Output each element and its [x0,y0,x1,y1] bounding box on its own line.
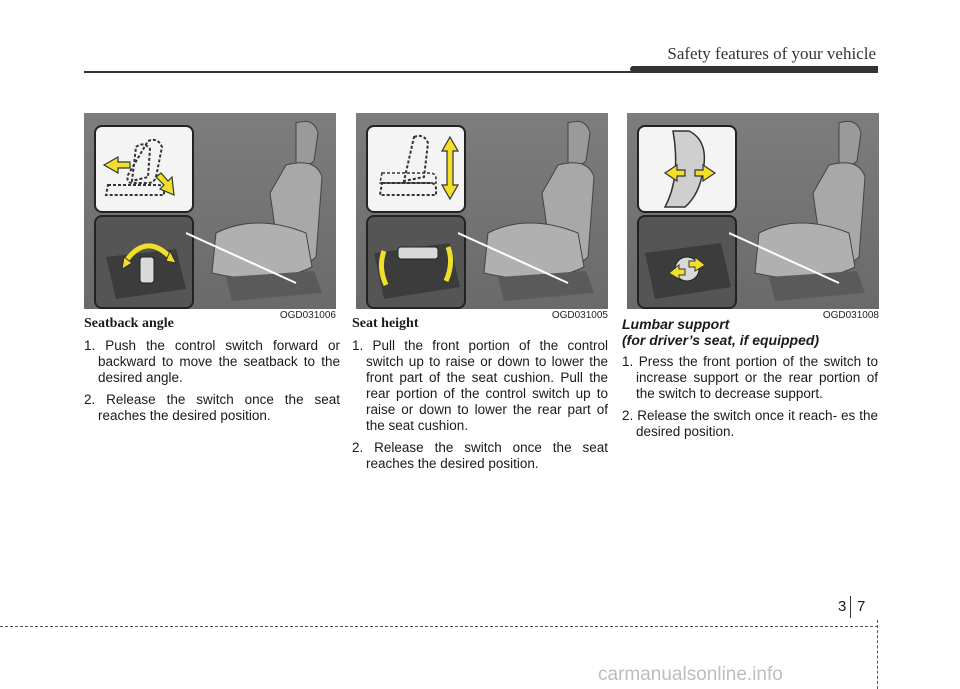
list-item: 1. Pull the front portion of the control… [352,338,608,433]
section-title: Seat height [352,316,419,331]
section-seat-height: Seat height 1. Pull the front portion of… [352,316,608,478]
page-number: 7 [857,598,866,615]
section-title-line1: Lumbar support [622,316,730,332]
page-number-divider [850,596,851,618]
footer-vertical-rule [877,620,878,689]
list-item: 2. Release the switch once the seat reac… [84,392,340,423]
figure-code: OGD031005 [551,310,608,321]
instruction-list: 1. Push the control switch forward or ba… [84,338,340,424]
seatback-recline-icon [102,138,175,196]
footer-rule [0,626,878,627]
seat-illustration [729,120,866,301]
watermark: carmanualsonline.info [598,664,783,685]
seat-illustration [186,120,323,301]
figure-seat-height [356,113,608,309]
list-item: 2. Release the switch once the seat reac… [352,440,608,471]
chapter-number: 3 [838,598,847,615]
seat-illustration [458,120,595,301]
list-item: 1. Press the front portion of the switch… [622,354,878,401]
section-lumbar-support: Lumbar support (for driver’s seat, if eq… [622,316,878,446]
list-item: 2. Release the switch once it reach- es … [622,408,878,439]
seat-height-diagram-inset [366,125,466,213]
instruction-list: 1. Pull the front portion of the control… [352,338,608,472]
header-rule [84,71,878,73]
section-seatback-angle: Seatback angle 1. Push the control switc… [84,316,340,430]
seatback-switch-inset [94,215,194,309]
lumbar-support-icon [663,130,717,208]
lumbar-diagram-inset [637,125,737,213]
header-rule-accent [630,66,878,72]
section-title-line2: (for driver’s seat, if equipped) [622,332,820,348]
lumbar-switch-inset [637,215,737,309]
seatback-diagram-inset [94,125,194,213]
instruction-list: 1. Press the front portion of the switch… [622,354,878,440]
seat-height-icon [378,134,460,201]
figure-code: OGD031008 [822,310,879,321]
section-title: Seatback angle [84,316,174,331]
figure-lumbar-support [627,113,879,309]
figure-code: OGD031006 [279,310,336,321]
section-title: Lumbar support (for driver’s seat, if eq… [622,316,878,348]
list-item: 1. Push the control switch forward or ba… [84,338,340,385]
seat-height-switch-inset [366,215,466,309]
page-header-title: Safety features of your vehicle [667,44,876,63]
figure-seatback-angle [84,113,336,309]
